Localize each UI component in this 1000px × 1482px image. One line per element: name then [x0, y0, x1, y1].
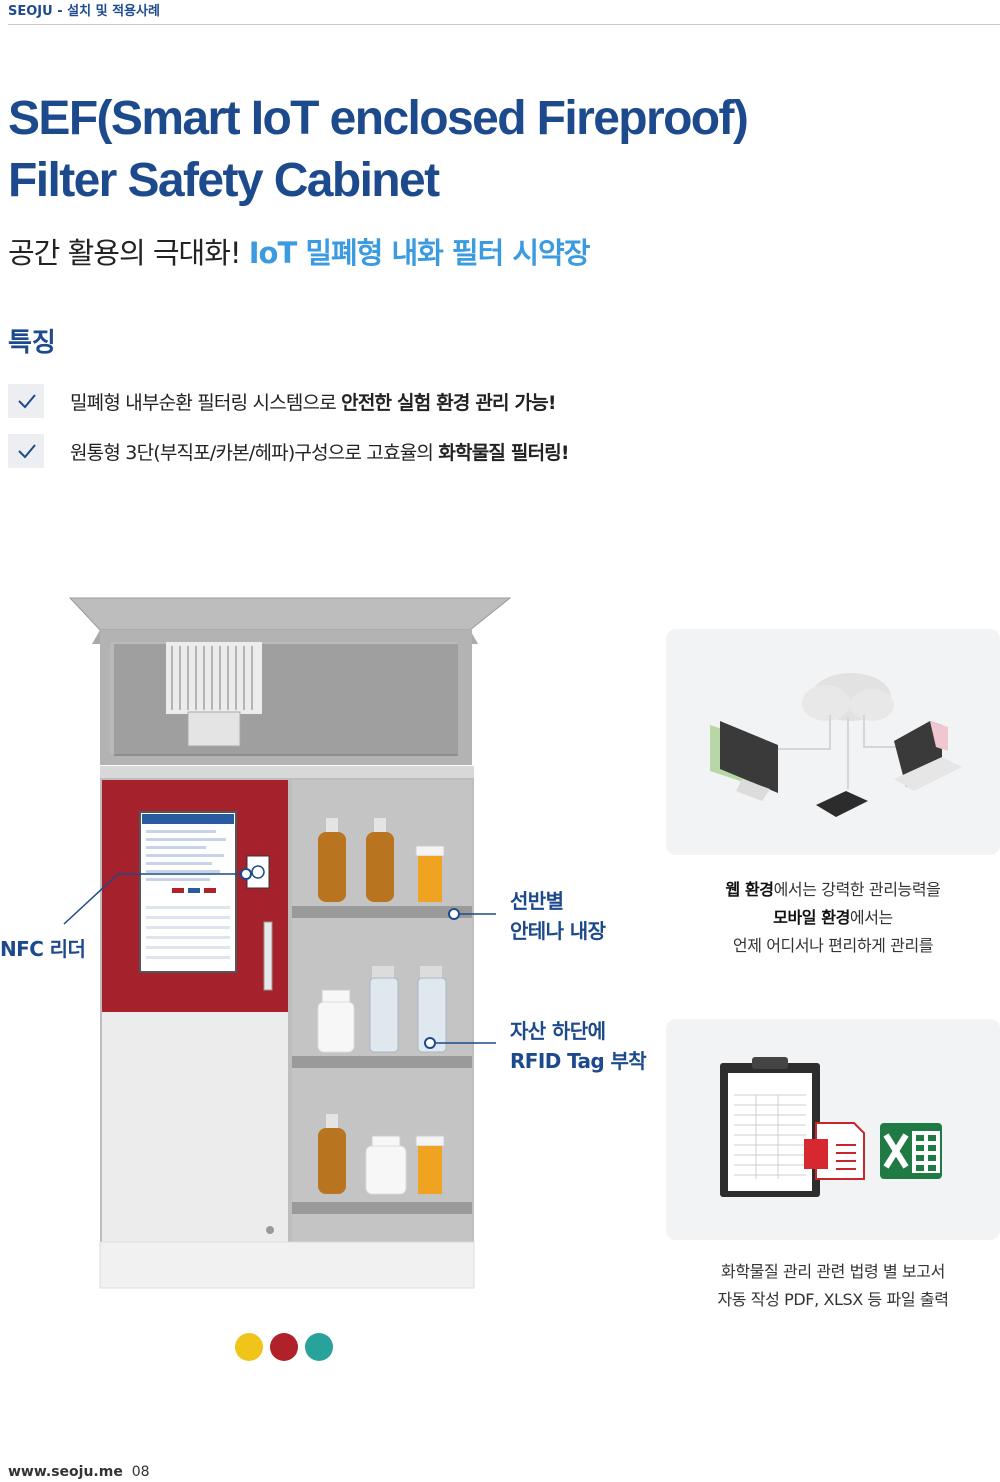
checkmark-icon — [8, 384, 44, 418]
annotation-rfid-line-1: 자산 하단에 — [510, 1019, 606, 1043]
feature-text-bold: 안전한 실험 환경 관리 가능! — [341, 392, 556, 414]
header-rule — [8, 24, 1000, 25]
subtitle-highlight: IoT 밀폐형 내화 필터 시약장 — [248, 236, 591, 270]
laptop-icon — [894, 721, 962, 791]
glass-bottle-icon — [369, 966, 399, 1053]
annotation-shelf-line-2: 안테나 내장 — [510, 919, 606, 943]
footer: www.seoju.me 08 — [8, 1464, 150, 1480]
feature-text: 원통형 3단(부직포/카본/헤파)구성으로 고효율의 화학물질 필터링! — [70, 438, 570, 465]
pill-bottle-icon — [415, 1135, 445, 1194]
web-caption-line-2: 모바일 환경에서는 — [773, 908, 893, 927]
checkmark-icon — [8, 434, 44, 468]
annotation-shelf-line-1: 선반별 — [510, 889, 564, 913]
report-illustration — [720, 1057, 942, 1197]
web-mobile-caption: 웹 환경에서는 강력한 관리능력을 모바일 환경에서는 언제 어디서나 편리하게… — [666, 876, 1000, 960]
cabinet-illustration — [63, 597, 512, 1289]
amber-bottle-icon — [318, 818, 346, 902]
color-dot-teal — [305, 1333, 333, 1361]
cabinet-lower-door — [102, 1012, 288, 1242]
excel-file-icon — [880, 1123, 942, 1179]
nfc-reader-icon — [246, 855, 270, 889]
amber-bottle-icon — [366, 818, 394, 902]
annotation-rfid: 자산 하단에 RFID Tag 부착 — [510, 1016, 647, 1076]
color-dot-yellow — [235, 1333, 263, 1361]
report-caption-line-1: 화학물질 관리 관련 법령 별 보고서 — [721, 1262, 945, 1281]
callout-dot — [240, 868, 252, 880]
white-bottle-icon — [317, 989, 355, 1053]
web-mobile-card — [666, 629, 1000, 855]
callout-dot — [424, 1037, 436, 1049]
feature-item: 원통형 3단(부직포/카본/헤파)구성으로 고효율의 화학물질 필터링! — [8, 434, 708, 470]
cabinet-top-lid — [68, 597, 512, 631]
footer-url: www.seoju.me — [8, 1464, 123, 1480]
web-mobile-illustration — [710, 673, 962, 817]
feature-text: 밀폐형 내부순환 필터링 시스템으로 안전한 실험 환경 관리 가능! — [70, 388, 557, 415]
cloud-icon — [802, 673, 894, 721]
subtitle: 공간 활용의 극대화! IoT 밀폐형 내화 필터 시약장 — [8, 230, 591, 272]
annotation-shelf-antenna: 선반별 안테나 내장 — [510, 886, 606, 946]
report-caption-line-2: 자동 작성 PDF, XLSX 등 파일 출력 — [717, 1290, 949, 1309]
annotation-rfid-line-2: RFID Tag 부착 — [510, 1049, 647, 1073]
report-caption: 화학물질 관리 관련 법령 별 보고서 자동 작성 PDF, XLSX 등 파일… — [666, 1258, 1000, 1314]
amber-bottle-icon — [318, 1114, 346, 1194]
clipboard-icon — [720, 1057, 820, 1197]
feature-text-normal: 밀폐형 내부순환 필터링 시스템으로 — [70, 392, 342, 414]
annotation-nfc: NFC 리더 — [0, 937, 86, 961]
web-caption-bold-mobile: 모바일 환경 — [773, 908, 850, 927]
pdf-file-icon — [804, 1122, 865, 1180]
touch-screen — [139, 811, 237, 973]
title-line-1: SEF(Smart IoT enclosed Fireproof) — [8, 92, 749, 145]
web-caption-line-1: 웹 환경에서는 강력한 관리능력을 — [725, 880, 941, 899]
features-heading: 특징 — [8, 328, 56, 358]
phone-icon — [816, 791, 868, 817]
report-card — [666, 1019, 1000, 1240]
white-bottle-icon — [365, 1135, 407, 1195]
glass-bottle-icon — [417, 966, 447, 1053]
feature-text-normal: 원통형 3단(부직포/카본/헤파)구성으로 고효율의 — [70, 442, 439, 464]
web-caption-bold-web: 웹 환경 — [725, 880, 774, 899]
callout-lines — [63, 873, 496, 1044]
feature-text-bold: 화학물질 필터링! — [438, 442, 569, 464]
header-label: SEOJU - 설치 및 적용사례 — [8, 4, 160, 19]
web-caption-line-3: 언제 어디서나 편리하게 관리를 — [732, 936, 934, 955]
subtitle-normal: 공간 활용의 극대화! — [8, 236, 249, 270]
title-line-2: Filter Safety Cabinet — [8, 154, 440, 207]
filter-cylinder-icon — [166, 642, 262, 747]
color-dot-red — [270, 1333, 298, 1361]
callout-dot — [448, 908, 460, 920]
pill-bottle-icon — [415, 845, 445, 902]
page-title: SEF(Smart IoT enclosed Fireproof) Filter… — [8, 88, 749, 212]
feature-item: 밀폐형 내부순환 필터링 시스템으로 안전한 실험 환경 관리 가능! — [8, 384, 708, 420]
monitor-icon — [710, 721, 778, 801]
page-number: 08 — [131, 1464, 150, 1480]
door-handle — [263, 921, 273, 991]
